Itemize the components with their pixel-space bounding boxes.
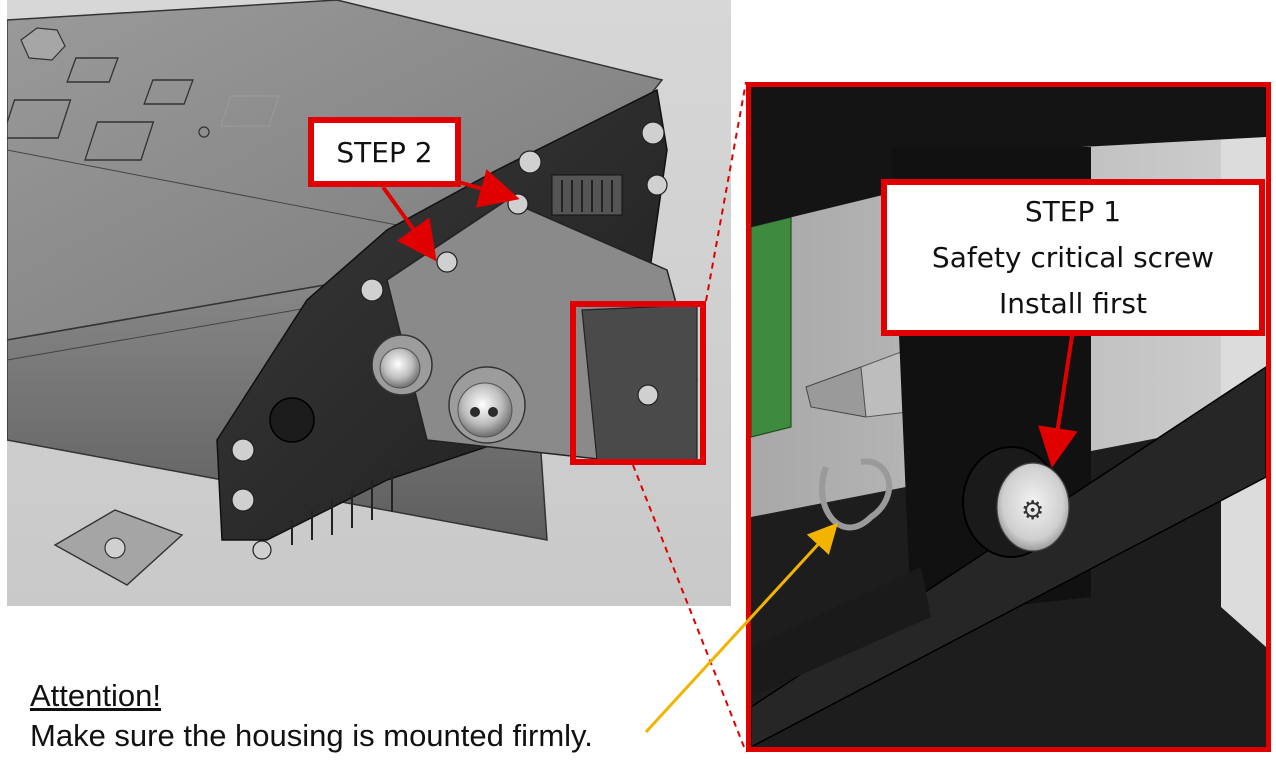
attention-note: Attention! Make sure the housing is moun… (30, 678, 730, 754)
square-feature-3 (7, 99, 72, 139)
green-component (751, 216, 792, 438)
svg-text:⚙: ⚙ (1021, 496, 1044, 526)
square-feature-5 (220, 95, 280, 127)
step1-title: STEP 1 (1024, 194, 1122, 228)
step2-label: STEP 2 (336, 135, 433, 169)
attention-title: Attention! (30, 678, 161, 713)
step1-description: Safety critical screw (931, 240, 1215, 274)
step1-callout: STEP 1 Safety critical screw Install fir… (881, 179, 1265, 336)
step2-callout: STEP 2 (308, 117, 461, 187)
black-knob (269, 397, 315, 443)
safety-screw: ⚙ (962, 446, 1070, 558)
square-feature-2 (143, 79, 194, 105)
zoom-source-box (570, 301, 706, 465)
cable-gland-right (448, 366, 526, 444)
right-wall (1221, 87, 1266, 647)
pin-header (551, 174, 623, 216)
cable-gland-left (371, 334, 433, 396)
small-hole (198, 126, 210, 138)
hex-feature (20, 27, 66, 61)
square-feature-4 (84, 121, 155, 161)
bracket-curl (819, 458, 892, 531)
bracket-hole (104, 537, 126, 559)
vent-fins (291, 470, 393, 545)
step1-instruction: Install first (999, 286, 1147, 320)
square-feature-1 (66, 57, 119, 83)
attention-text: Make sure the housing is mounted firmly. (30, 718, 593, 753)
screws (231, 121, 668, 560)
